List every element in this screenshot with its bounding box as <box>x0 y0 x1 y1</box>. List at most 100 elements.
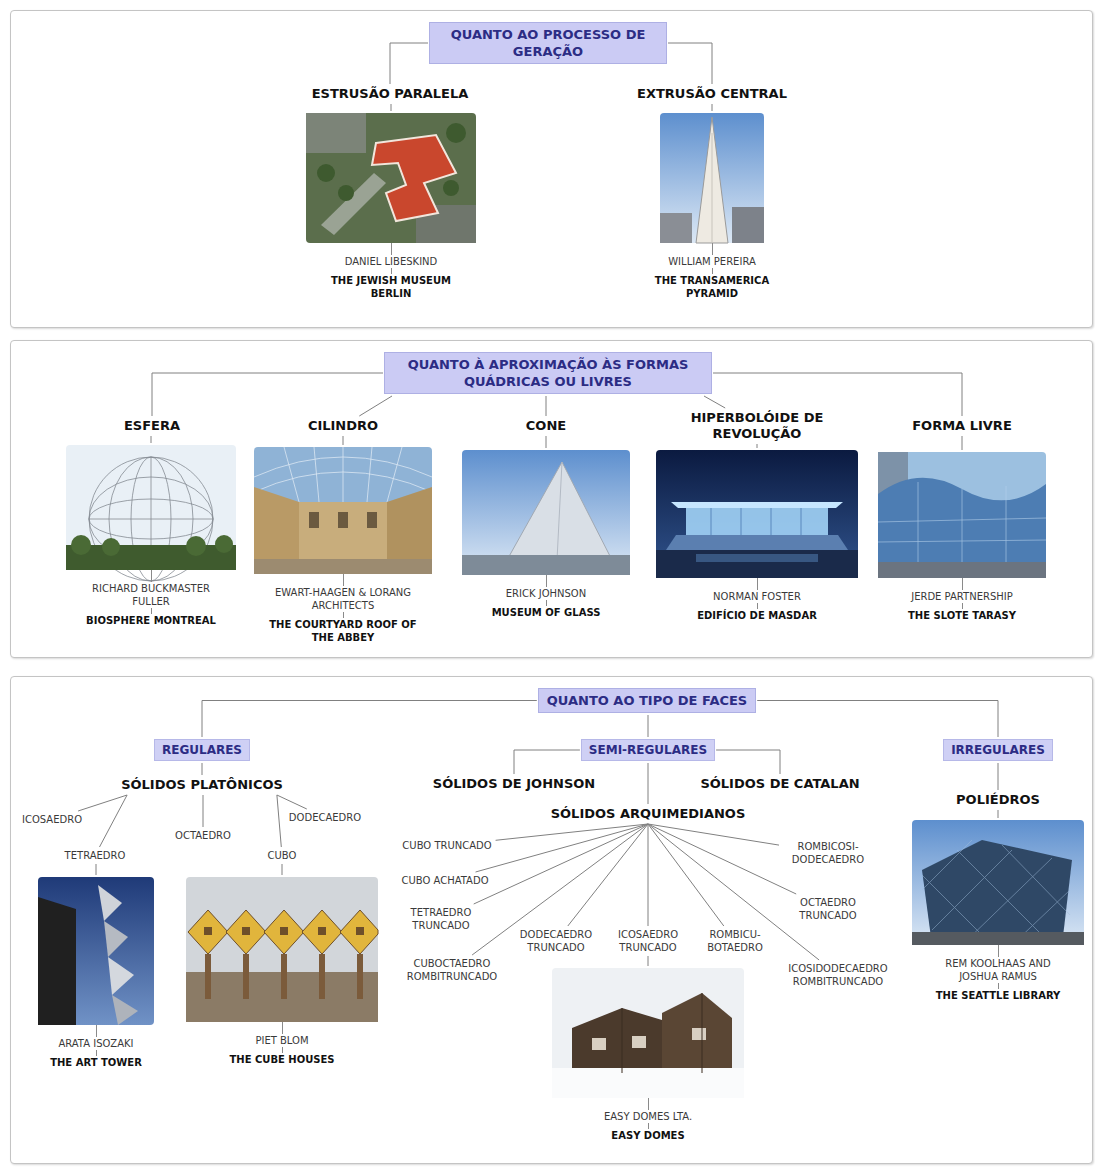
leader-line <box>712 243 713 255</box>
connector-line <box>648 824 779 845</box>
term-label: ICOSAEDRO <box>20 813 84 826</box>
cube-houses-photo <box>186 877 378 1022</box>
architect-name: EWART-HAAGEN & LORANG ARCHITECTS <box>271 586 415 612</box>
museum-photo <box>306 113 476 243</box>
leader-line <box>757 578 758 590</box>
node-title: POLIÉDROS <box>956 792 1040 808</box>
term-label: ICOSAEDRO TRUNCADO <box>604 928 693 954</box>
category-box: REGULARES <box>154 739 250 761</box>
term-label: CUBOCTAEDRO ROMBITRUNCADO <box>395 957 509 983</box>
node-title: CUBO ACHATADO <box>401 874 488 887</box>
term-label: CUBO <box>266 849 299 862</box>
example-card: PIET BLOMTHE CUBE HOUSES <box>186 877 378 1066</box>
heading-box: QUANTO AO TIPO DE FACES <box>538 688 756 713</box>
leader-line <box>391 243 392 255</box>
term-label: CUBO ACHATADO <box>399 874 490 887</box>
example-card: EASY DOMES LTA.EASY DOMES <box>552 968 744 1142</box>
building-name: THE SLOTE TARASY <box>906 609 1018 622</box>
connector-line <box>648 763 649 804</box>
dome-photo <box>66 445 236 581</box>
building-name: EDIFÍCIO DE MASDAR <box>695 609 819 622</box>
node-title: REGULARES <box>162 742 242 758</box>
term-label: FORMA LIVRE <box>910 418 1014 434</box>
node-title: OCTAEDRO <box>175 829 231 842</box>
term-label: ROMBICU- BOTAEDRO <box>698 928 772 954</box>
example-card: JERDE PARTNERSHIP THE SLOTE TARASY <box>878 452 1046 622</box>
node-title: CILINDRO <box>308 418 378 434</box>
connector-line <box>152 373 383 416</box>
term-label: CONE <box>524 418 568 434</box>
node-title: QUANTO AO PROCESSO DE GERAÇÃO <box>438 26 658 60</box>
term-label: SÓLIDOS DE CATALAN <box>698 776 861 792</box>
architect-name: JERDE PARTNERSHIP <box>909 590 1015 603</box>
node-title: ESFERA <box>124 418 180 434</box>
node-title: CUBO <box>268 849 297 862</box>
term-label: ESFERA <box>122 418 182 434</box>
mall-photo <box>878 452 1046 578</box>
node-title: TETRAEDRO <box>65 849 126 862</box>
example-card: DANIEL LIBESKINDTHE JEWISH MUSEUM BERLIN <box>306 113 476 300</box>
example-card: EWART-HAAGEN & LORANG ARCHITECTSTHE COUR… <box>254 447 432 644</box>
node-title: IRREGULARES <box>951 742 1045 758</box>
connector-line <box>390 43 428 84</box>
connector-line <box>648 824 649 926</box>
node-title: ROMBICOSI- DODECAEDRO <box>783 840 873 866</box>
node-title: SÓLIDOS PLATÔNICOS <box>121 777 283 793</box>
term-label: DODECAEDRO TRUNCADO <box>509 928 603 954</box>
category-box: SEMI-REGULARES <box>581 739 715 761</box>
connector-line <box>998 763 999 790</box>
library-photo <box>912 820 1084 945</box>
connector-line <box>343 436 344 445</box>
architect-name: WILLIAM PEREIRA <box>666 255 758 268</box>
node-title: QUANTO À APROXIMAÇÃO ÀS FORMAS QUÁDRICAS… <box>393 356 703 390</box>
connector-line <box>202 701 537 738</box>
node-title: SÓLIDOS ARQUIMEDIANOS <box>551 806 746 822</box>
architect-name: ARATA ISOZAKI <box>56 1037 135 1050</box>
connector-line <box>668 43 712 84</box>
node-title: ICOSAEDRO <box>22 813 82 826</box>
term-label: TETRAEDRO <box>63 849 128 862</box>
connector-line <box>100 795 128 847</box>
connector-line <box>359 396 392 416</box>
term-label: ICOSIDODECAEDRO ROMBITRUNCADO <box>776 962 900 988</box>
node-title: ICOSIDODECAEDRO ROMBITRUNCADO <box>778 962 898 988</box>
heading-box: QUANTO À APROXIMAÇÃO ÀS FORMAS QUÁDRICAS… <box>384 352 712 394</box>
category-box: IRREGULARES <box>943 739 1053 761</box>
term-label: ROMBICOSI- DODECAEDRO <box>781 840 875 866</box>
connector-line <box>757 444 758 448</box>
node-title: CONE <box>526 418 566 434</box>
connector-line <box>496 824 648 840</box>
leader-line <box>151 570 152 582</box>
term-label: HIPERBOLÓIDE DE REVOLUÇÃO <box>675 410 839 442</box>
building-name: MUSEUM OF GLASS <box>490 606 603 619</box>
example-card: WILLIAM PEREIRA THE TRANSAMERICA PYRAMID <box>642 113 782 300</box>
connector-line <box>474 824 648 904</box>
connector-line <box>203 795 204 827</box>
tower-photo <box>660 113 764 243</box>
node-title: CUBOCTAEDRO ROMBITRUNCADO <box>397 957 507 983</box>
tower-photo <box>38 877 154 1025</box>
building-name: THE TRANSAMERICA PYRAMID <box>642 274 782 300</box>
building-name: THE SEATTLE LIBRARY <box>934 989 1063 1002</box>
connector-line <box>546 396 547 416</box>
heading-box: QUANTO AO PROCESSO DE GERAÇÃO <box>429 22 667 64</box>
node-title: EXTRUSÃO CENTRAL <box>637 86 787 102</box>
node-title: CUBO TRUNCADO <box>402 839 491 852</box>
example-card: ERICK JOHNSONMUSEUM OF GLASS <box>462 450 630 619</box>
architect-name: EASY DOMES LTA. <box>602 1110 694 1123</box>
node-title: DODECAEDRO <box>289 811 361 824</box>
term-label: SÓLIDOS PLATÔNICOS <box>119 777 285 793</box>
leader-line <box>962 578 963 590</box>
connector-line <box>962 436 963 450</box>
term-label: POLIÉDROS <box>954 792 1042 808</box>
connector-line <box>277 795 307 809</box>
building-name: THE CUBE HOUSES <box>227 1053 336 1066</box>
dome-house-photo <box>552 968 744 1098</box>
leader-line <box>282 1022 283 1034</box>
connector-line <box>282 864 283 875</box>
building-name: THE JEWISH MUSEUM BERLIN <box>314 274 468 300</box>
connector-line <box>648 824 796 894</box>
node-title: ESTRUSÃO PARALELA <box>312 86 469 102</box>
node-title: TETRAEDRO TRUNCADO <box>399 906 484 932</box>
connector-line <box>96 864 97 875</box>
